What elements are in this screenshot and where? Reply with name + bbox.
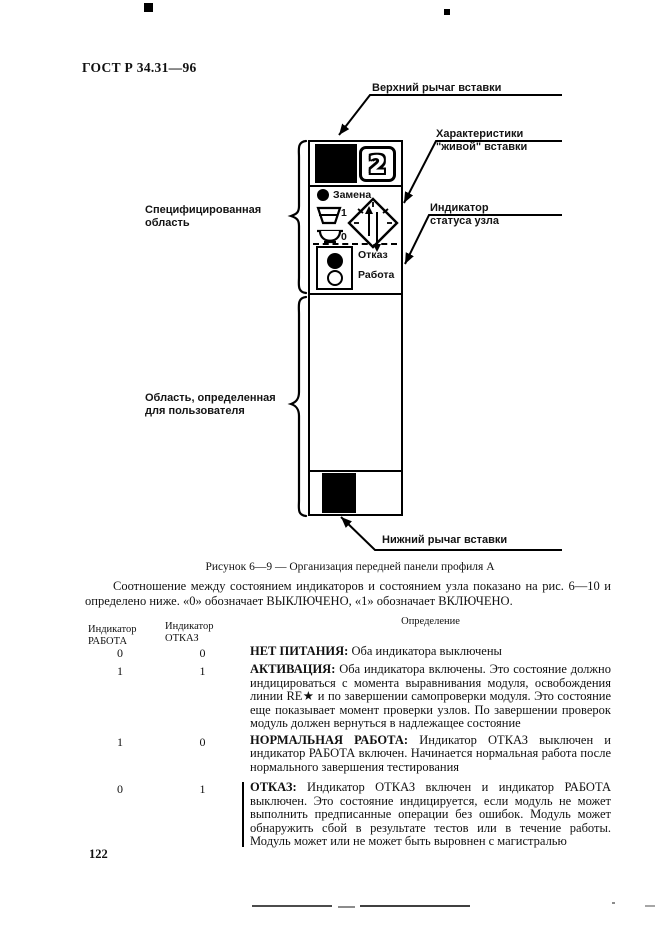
scan-artifact-line-3: [360, 905, 470, 907]
callout-specified-area: Специфицированная область: [145, 204, 261, 230]
rabota-value: 1: [117, 664, 123, 678]
callout-bottom-lever-text: Нижний рычаг вставки: [382, 534, 508, 546]
module-front-panel: 2 Замена 1 0: [308, 140, 403, 516]
fail-label: Отказ: [358, 249, 388, 261]
definition-cell: НОРМАЛЬНАЯ РАБОТА: Индикатор ОТКАЗ выклю…: [250, 732, 611, 775]
scan-artifact-line-1: [252, 905, 332, 907]
run-indicator-dot: [327, 270, 343, 286]
table-row: 0 0 НЕТ ПИТАНИЯ: Оба индикатора выключен…: [85, 644, 611, 661]
definition-term: НЕТ ПИТАНИЯ:: [250, 644, 349, 658]
fail-indicator-dot: [327, 253, 343, 269]
callout-specified-area-line1: Специфицированная: [145, 204, 262, 216]
rabota-value: 1: [117, 734, 123, 749]
panel-divider-bottom: [310, 470, 401, 472]
intro-paragraph: Соотношение между состоянием индикаторов…: [85, 579, 611, 608]
callout-top-lever-text: Верхний рычаг вставки: [372, 82, 502, 94]
definition-cell: НЕТ ПИТАНИЯ: Оба индикатора выключены: [250, 644, 611, 661]
callout-live-insertion-line2: "живой" вставки: [436, 141, 528, 153]
column-header-otkaz: Индикатор ОТКАЗ: [165, 621, 213, 645]
panel-dashed-separator: [313, 243, 397, 245]
switch-on-label: 1: [341, 207, 347, 219]
switch-off-label: 0: [341, 231, 347, 243]
panel-divider-middle: [310, 293, 401, 295]
definition-cell: АКТИВАЦИЯ: Оба индикатора включены. Это …: [250, 662, 611, 731]
top-lever-block: [315, 144, 357, 183]
scan-artifact-dot-2: [645, 905, 655, 907]
definition-term: НОРМАЛЬНАЯ РАБОТА:: [250, 732, 409, 747]
user-area-brace: [287, 295, 308, 518]
specified-area-brace: [287, 139, 308, 295]
run-label: Работа: [358, 269, 395, 281]
otkaz-value: 0: [199, 734, 206, 749]
otkaz-value: 0: [199, 646, 206, 660]
replace-indicator-dot: [317, 189, 329, 201]
scan-artifact-dot-1: [612, 902, 615, 904]
callout-user-area-line1: Область, определенная: [145, 392, 276, 404]
scan-mark-square-2: [444, 9, 450, 15]
status-indicator-box: [316, 246, 353, 290]
definition-text: Оба индикатора включены. Это состояние д…: [250, 662, 611, 730]
table-rows: 0 0 НЕТ ПИТАНИЯ: Оба индикатора выключен…: [85, 644, 611, 849]
figure-caption: Рисунок 6—9 — Организация передней панел…: [205, 561, 495, 573]
callout-node-status-line2: статуса узла: [430, 215, 499, 227]
callout-user-area: Область, определенная для пользователя: [145, 392, 276, 418]
rabota-value: 0: [117, 646, 123, 660]
scan-mark-square-1: [144, 3, 153, 12]
otkaz-value: 1: [199, 782, 206, 796]
column-header-otkaz-line1: Индикатор: [165, 621, 214, 632]
definition-text: Индикатор ОТКАЗ выключен и индикатор РАБ…: [250, 732, 611, 774]
extraction-handle-icon: [316, 206, 343, 244]
replace-indicator-row: Замена: [317, 189, 371, 201]
table-row: 1 1 АКТИВАЦИЯ: Оба индикатора включены. …: [85, 662, 611, 731]
replace-label: Замена: [333, 189, 372, 201]
panel-divider-top: [310, 185, 401, 187]
column-header-rabota-line2: РАБОТА: [88, 636, 128, 647]
callout-node-status: Индикатор статуса узла: [430, 202, 499, 228]
column-header-rabota: Индикатор РАБОТА: [88, 624, 136, 648]
node-status-diamond-icon: [347, 197, 399, 252]
table-row: 1 0 НОРМАЛЬНАЯ РАБОТА: Индикатор ОТКАЗ в…: [85, 732, 611, 775]
definition-cell: ОТКАЗ: Индикатор ОТКАЗ включен и индикат…: [242, 780, 611, 849]
slot-number-badge: 2: [359, 146, 396, 182]
column-header-rabota-line1: Индикатор: [88, 624, 137, 635]
callout-live-insertion-line1: Характеристики: [436, 128, 524, 140]
definition-text: Индикатор ОТКАЗ включен и индикатор РАБО…: [250, 780, 611, 848]
callout-bottom-lever: Нижний рычаг вставки: [382, 534, 507, 547]
rabota-value: 0: [117, 782, 123, 796]
bottom-lever-block: [322, 473, 356, 513]
column-header-otkaz-line2: ОТКАЗ: [165, 633, 199, 644]
column-header-definition: Определение: [401, 616, 460, 627]
scan-artifact-line-2: [338, 906, 355, 908]
callout-top-lever: Верхний рычаг вставки: [372, 82, 501, 95]
page-number: 122: [89, 847, 108, 861]
definition-term: АКТИВАЦИЯ:: [250, 662, 336, 676]
callout-specified-area-line2: область: [145, 217, 190, 229]
slot-number: 2: [368, 149, 387, 179]
callout-node-status-line1: Индикатор: [430, 202, 489, 214]
otkaz-value: 1: [199, 664, 206, 678]
definition-text: Оба индикатора выключены: [351, 644, 502, 658]
definition-term: ОТКАЗ:: [250, 780, 297, 794]
callout-user-area-line2: для пользователя: [145, 405, 245, 417]
revision-change-bar: [242, 782, 244, 847]
standard-number: ГОСТ Р 34.31—96: [82, 60, 197, 75]
callout-live-insertion: Характеристики "живой" вставки: [436, 128, 527, 154]
table-row: 0 1 ОТКАЗ: Индикатор ОТКАЗ включен и инд…: [85, 780, 611, 849]
